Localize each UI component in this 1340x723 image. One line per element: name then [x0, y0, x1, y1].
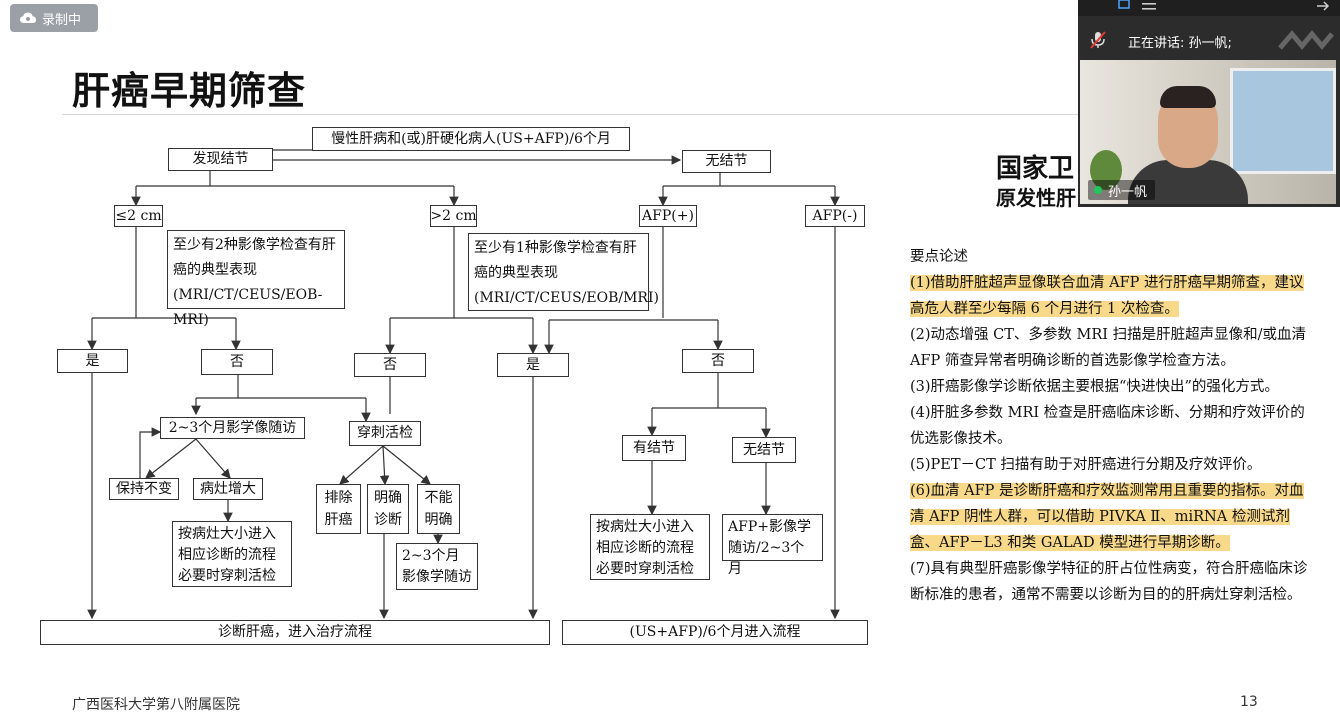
flow-size-proc: 按病灶大小进入相应诊断的流程必要时穿刺活检 — [172, 521, 292, 587]
recording-indicator[interactable]: 录制中 — [10, 4, 98, 32]
flow-afp-neg: AFP(-) — [805, 205, 865, 227]
key-points-heading: 要点论述 — [910, 249, 968, 265]
exit-icon[interactable] — [1316, 1, 1330, 11]
point-4: (4)肝脏多参数 MRI 检查是肝癌临床诊断、分期和疗效评价的优选影像技术。 — [910, 405, 1305, 447]
point-2: (2)动态增强 CT、多参数 MRI 扫描是肝脏超声显像和/或血清 AFP 筛查… — [910, 327, 1307, 369]
flow-crit1: 至少有1种影像学检查有肝癌的典型表现(MRI/CT/CEUS/EOB/MRI) — [468, 233, 659, 311]
window-icon[interactable] — [1118, 0, 1130, 10]
behind-title-1: 国家卫 — [996, 154, 1075, 184]
flow-followup: 2~3个月影学像随访 — [160, 417, 305, 439]
point-1: (1)借助肝脏超声显像联合血清 AFP 进行肝癌早期筛查，建议高危人群至少每隔 … — [910, 275, 1304, 317]
point-5: (5)PET－CT 扫描有助于对肝癌进行分期及疗效评价。 — [910, 457, 1262, 473]
behind-title-2: 原发性肝 — [996, 186, 1076, 210]
flow-no3: 否 — [682, 349, 754, 373]
flow-afp-img: AFP+影像学随访/2~3个月 — [722, 514, 823, 577]
participant-name-tag: 孙一帆 — [1088, 180, 1156, 200]
flow-usafp: (US+AFP)/6个月进入流程 — [562, 620, 868, 645]
flow-diagnose: 诊断肝癌，进入治疗流程 — [40, 620, 550, 645]
flow-afp-pos: AFP(+) — [639, 205, 697, 227]
video-toolbar — [1078, 0, 1340, 16]
cloud-icon — [20, 12, 36, 23]
title-divider — [62, 114, 1340, 115]
speaking-bar: 正在讲话: 孙一帆; — [1078, 22, 1340, 58]
point-3: (3)肝癌影像学诊断依据主要根据“快进快出”的强化方式。 — [910, 379, 1279, 395]
participant-name: 孙一帆 — [1108, 184, 1148, 200]
flow-size-proc2: 按病灶大小进入相应诊断的流程必要时穿刺活检 — [590, 514, 710, 580]
video-call-panel[interactable]: 正在讲话: 孙一帆; 孙一帆 — [1078, 0, 1340, 207]
flow-crit2: 至少有2种影像学检查有肝癌的典型表现(MRI/CT/CEUS/EOB-MRI) — [167, 230, 345, 328]
flow-yes2: 是 — [497, 353, 569, 377]
mic-muted-icon[interactable] — [1090, 31, 1106, 49]
recording-label: 录制中 — [42, 12, 82, 28]
mic-active-icon — [1094, 186, 1102, 194]
flow-le2: ≤2 cm — [114, 205, 163, 227]
menu-icon[interactable] — [1142, 2, 1156, 12]
flow-stable: 保持不变 — [109, 478, 179, 500]
flow-unclear: 不能明确 — [417, 484, 460, 534]
flow-has-nodule: 有结节 — [622, 435, 686, 461]
flow-no2: 否 — [354, 353, 426, 377]
point-7: (7)具有典型肝癌影像学特征的肝占位性病变，符合肝癌临床诊断标准的患者，通常不需… — [910, 561, 1308, 603]
flow-exclude: 排除肝癌 — [316, 484, 361, 534]
flow-grow: 病灶增大 — [193, 478, 263, 500]
camera-feed: 孙一帆 — [1080, 60, 1336, 204]
app-logo-icon — [1278, 30, 1334, 50]
flow-no-nodule: 无结节 — [682, 150, 771, 173]
flow-confirm: 明确诊断 — [367, 484, 409, 534]
point-6: (6)血清 AFP 是诊断肝癌和疗效监测常用且重要的指标。对血清 AFP 阴性人… — [910, 483, 1304, 551]
flow-no1: 否 — [201, 349, 273, 375]
flow-biopsy: 穿刺活检 — [349, 421, 421, 446]
speaking-text: 正在讲话: 孙一帆; — [1128, 36, 1232, 51]
page-number: 13 — [1240, 694, 1258, 710]
slide-footer: 广西医科大学第八附属医院 — [72, 697, 240, 713]
flow-followup2: 2~3个月影像学随访 — [396, 543, 478, 590]
flow-nodule: 发现结节 — [168, 148, 273, 171]
flow-gt2: >2 cm — [430, 205, 477, 227]
flow-no-nodule2: 无结节 — [732, 437, 796, 463]
slide-title: 肝癌早期筛查 — [72, 69, 307, 113]
key-points: 要点论述 (1)借助肝脏超声显像联合血清 AFP 进行肝癌早期筛查，建议高危人群… — [878, 244, 1318, 608]
flow-top: 慢性肝病和(或)肝硬化病人(US+AFP)/6个月 — [312, 127, 630, 151]
flow-yes1: 是 — [57, 349, 128, 373]
